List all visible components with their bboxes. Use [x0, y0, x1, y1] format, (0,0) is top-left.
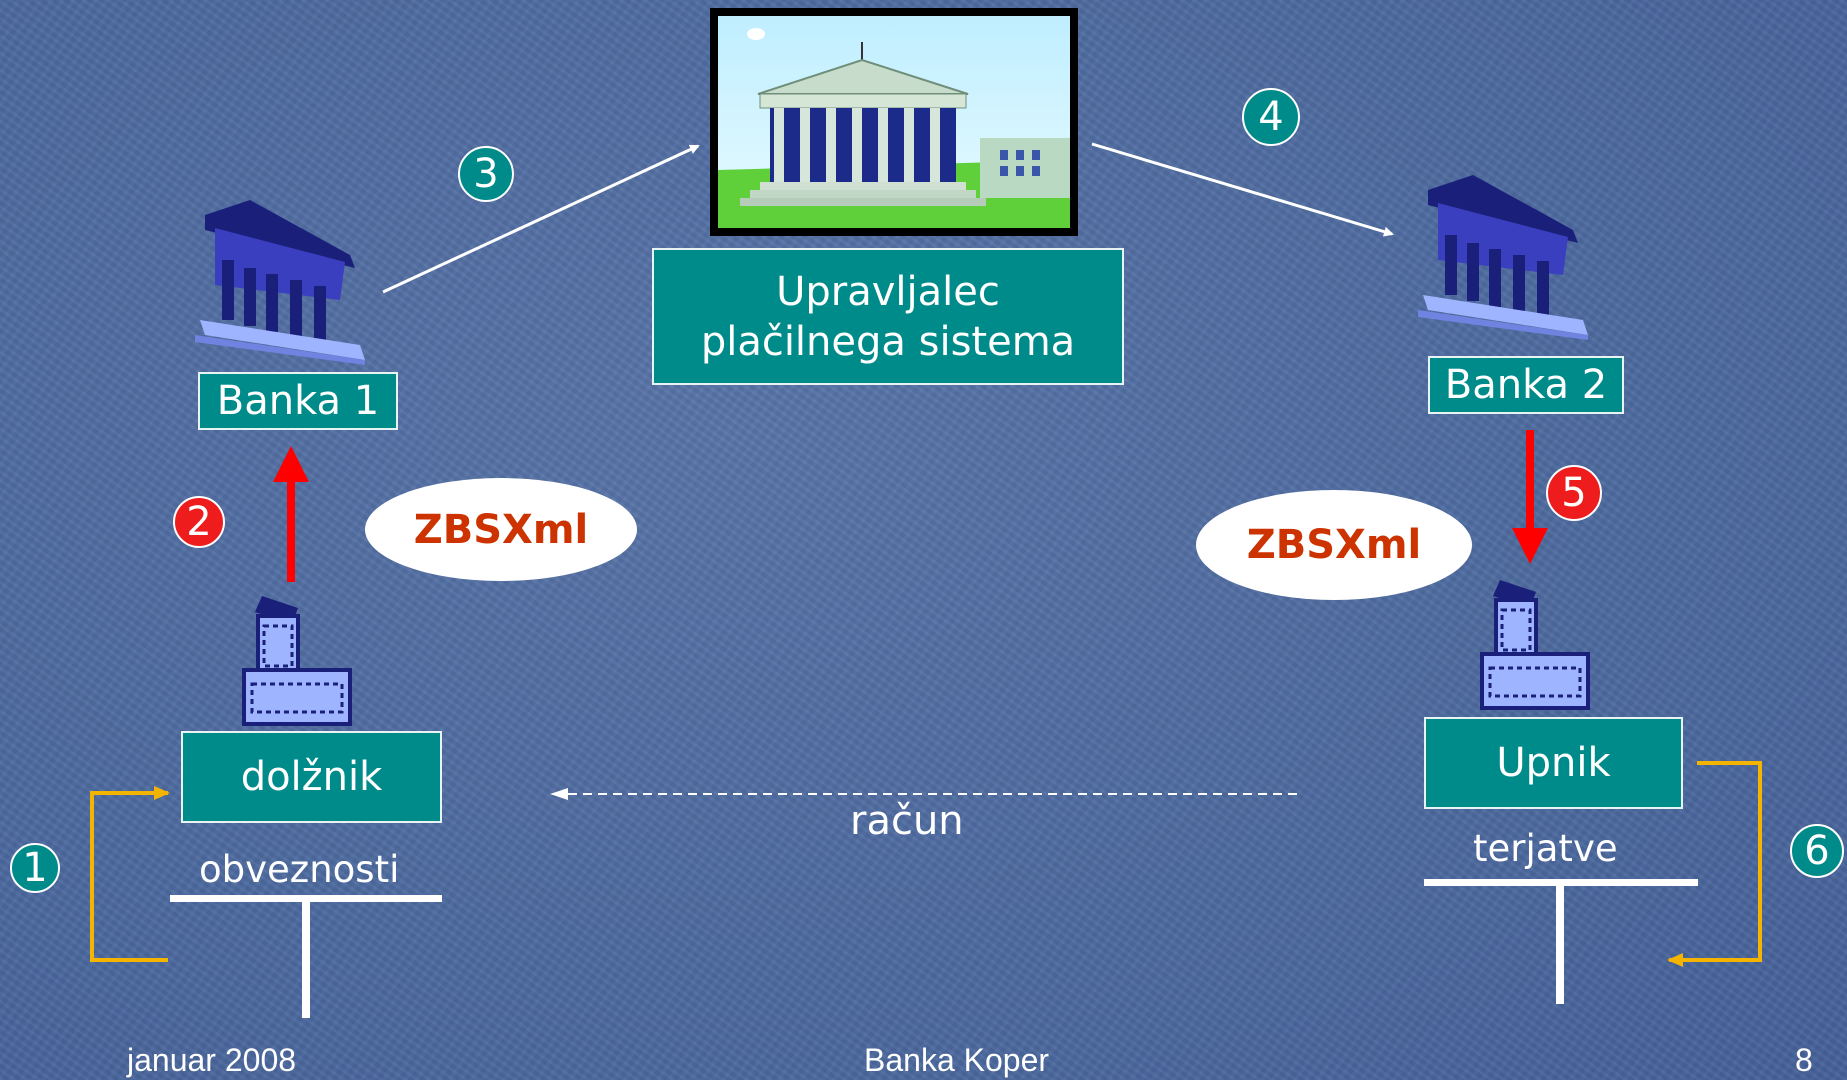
arrow-debtor-to-bank1 [273, 446, 309, 582]
arrow-bank2-to-creditor [1512, 430, 1548, 564]
bank-2-box: Banka 2 [1428, 356, 1624, 414]
bank-1-icon [195, 200, 365, 365]
step-1-badge: 1 [10, 843, 60, 893]
debtor-posting-arrow [90, 786, 170, 962]
step-6-badge: 6 [1790, 824, 1844, 878]
arrow-operator-to-bank2 [1091, 142, 1394, 237]
operator-box: Upravljalec plačilnega sistema [652, 248, 1124, 385]
invoice-arrow [550, 788, 1302, 800]
bank-1-box: Banka 1 [198, 372, 398, 430]
invoice-label: račun [850, 798, 964, 844]
creditor-box: Upnik [1424, 717, 1683, 809]
arrow-bank1-to-operator [382, 144, 700, 294]
step-2-badge: 2 [173, 496, 225, 548]
step-5-badge: 5 [1546, 465, 1602, 521]
debtor-t-account [170, 895, 442, 1018]
creditor-building-icon [1480, 580, 1590, 710]
creditor-posting-arrow [1667, 761, 1762, 967]
debtor-building-icon [242, 596, 352, 726]
operator-line-1: Upravljalec [776, 268, 1000, 315]
payment-system-building-image [710, 8, 1078, 236]
footer-page-number: 8 [1795, 1042, 1813, 1078]
debtor-box: dolžnik [181, 731, 442, 823]
creditor-t-account [1424, 879, 1698, 1004]
footer-organization: Banka Koper [864, 1042, 1050, 1078]
liabilities-label: obveznosti [199, 848, 400, 891]
step-3-badge: 3 [458, 146, 514, 202]
footer-date: januar 2008 [127, 1042, 297, 1078]
receivables-label: terjatve [1473, 827, 1618, 870]
bank-2-icon [1418, 175, 1588, 340]
zbsxml-label-right: ZBSXml [1196, 490, 1472, 600]
step-4-badge: 4 [1242, 88, 1300, 146]
zbsxml-label-left: ZBSXml [365, 478, 637, 581]
operator-line-2: plačilnega sistema [700, 318, 1076, 365]
